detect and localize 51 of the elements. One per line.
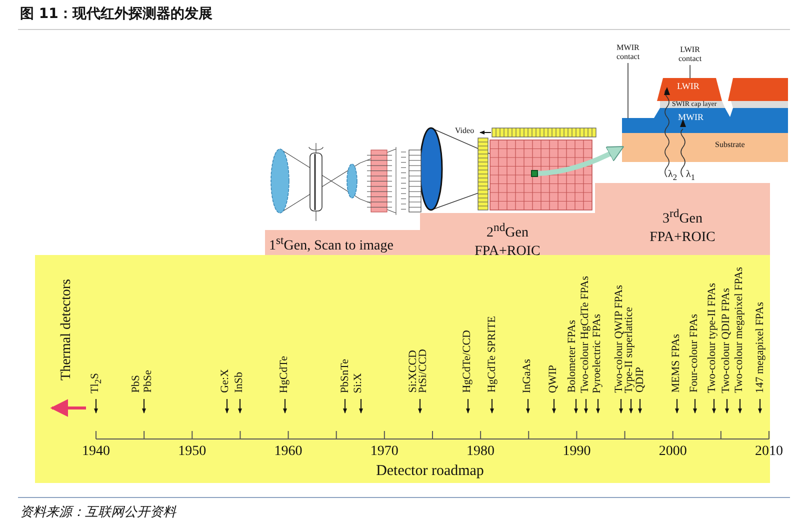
- detector-label: Pyroelectric FPAs: [592, 314, 603, 393]
- detector-label: MEMS FPAs: [671, 334, 682, 393]
- pixel: [531, 170, 538, 177]
- detector-label: Ge:X: [220, 369, 231, 393]
- wavelength-label: λ$_{1}$: [686, 169, 696, 182]
- detector-label: PbS: [131, 375, 142, 393]
- year-label: 1980: [466, 444, 496, 459]
- generation-band: 3$^{rd}$Gen FPA+ROIC: [595, 183, 770, 255]
- layer-label: LWIR: [677, 81, 700, 91]
- detector-label: Two-colour megapixel FPAs: [734, 267, 745, 393]
- axis-label: Thermal detectors: [59, 278, 74, 380]
- detector-label: HgCdTe: [279, 356, 290, 393]
- wavelength-label: λ$_{2}$: [668, 169, 678, 182]
- detector-label: Four-colour FPAs: [689, 314, 700, 393]
- detector-label: HgCdTe/CCD: [462, 330, 473, 393]
- detector-label: Si:XCCD: [408, 350, 419, 393]
- title: 图 11：现代红外探测器的发展: [20, 5, 212, 23]
- detector-label: Bolometer FPAs: [567, 320, 578, 393]
- detector-label: PbSe: [143, 370, 154, 393]
- detector-cross-section-drawing: [620, 75, 790, 183]
- detector-label: Two-colour type-II FPAs: [707, 282, 718, 393]
- year-label: 1970: [369, 444, 400, 459]
- year-label: 1960: [273, 444, 304, 459]
- axis-title: Detector roadmap: [375, 463, 485, 479]
- generation-band: 1$^{st}$Gen, Scan to image: [265, 230, 420, 255]
- detector-label: PtSi/CCD: [418, 348, 429, 393]
- contact-label: MWIR contact: [612, 43, 644, 63]
- focal-plane-array-drawing: [418, 126, 595, 212]
- detector-label: InSb: [234, 372, 245, 393]
- detector-label: QWIP: [548, 364, 559, 393]
- detector-label: InGaAs: [522, 358, 533, 393]
- detector-label: Two-colour QDIP FPAs: [721, 288, 732, 393]
- detector-label: Two-colour HgCdTe FPAs: [580, 276, 591, 393]
- year-label: 1950: [177, 444, 208, 459]
- video-label: Video: [455, 126, 474, 135]
- year-label: 1990: [562, 444, 592, 459]
- detector-label: Si:X: [353, 372, 364, 393]
- year-label: 2000: [658, 444, 688, 459]
- detector-label: Two-colour QWIP FPAs: [614, 285, 625, 393]
- year-label: 1940: [81, 444, 111, 459]
- detector-label: 147 megapixel FPAs: [755, 302, 766, 393]
- contact-label: LWIR contact: [674, 45, 706, 65]
- generation-band: 2$^{nd}$Gen FPA+ROIC: [420, 213, 595, 255]
- detector-label: Type-II superlattice: [624, 306, 635, 393]
- detector-label: PbSnTe: [340, 358, 351, 393]
- layer-label: MWIR: [678, 112, 704, 122]
- arrow: [538, 146, 624, 176]
- caption: 资料来源：互联网公开资料: [20, 503, 176, 521]
- detector-label: QDIP: [635, 367, 646, 393]
- layer-label: Substrate: [715, 140, 745, 149]
- detector-label: HgCdTe SPRITE: [487, 316, 498, 393]
